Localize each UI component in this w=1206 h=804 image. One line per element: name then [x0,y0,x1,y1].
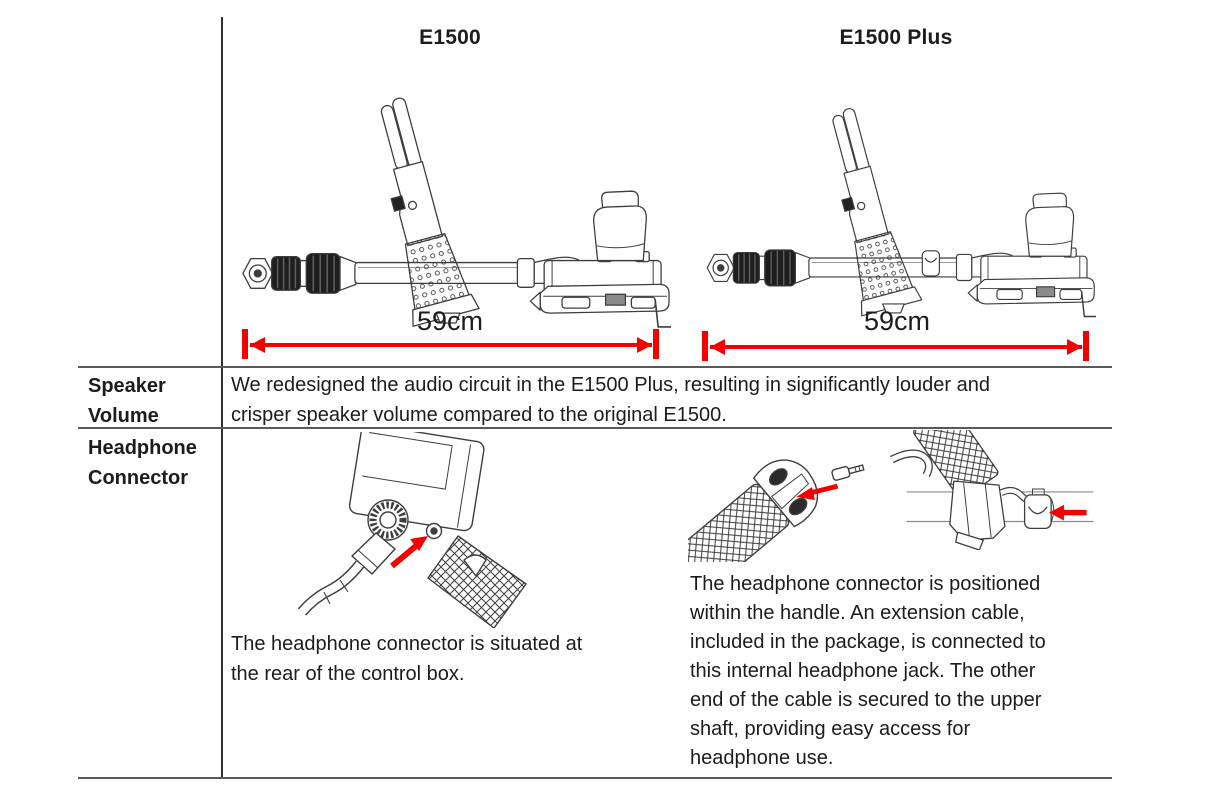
handle-group [832,108,923,317]
row-label-headphone-connector: Headphone Connector [88,437,197,489]
control-box-rear-connector-illustration [288,432,538,628]
e1500-plus-detector-illustration [700,90,1096,336]
shaft-cable-clip [921,250,940,277]
row-rule-top [78,366,1112,368]
red-arrow-icon [390,536,428,569]
column-header-e1500-plus: E1500 Plus [839,26,953,49]
headphone-right-text: The headphone connector is positioned wi… [690,573,1046,769]
row-rule-bottom [78,777,1112,779]
red-arrow-icon [1049,504,1087,521]
handle-group [380,97,480,327]
row-rule-middle [78,427,1112,429]
column-divider [221,17,223,778]
handle-internal-jack-illustration [688,430,935,562]
speaker-volume-text: We redesigned the audio circuit in the E… [231,374,990,426]
headphone-plug [831,464,865,481]
headphone-left-text: The headphone connector is situated at t… [231,633,583,685]
shaft-cable-clip-illustration [905,430,1095,550]
dimension-label-e1500: 59cm [416,306,484,336]
cable-clip [1023,494,1052,529]
red-arrow-icon [796,483,839,500]
dimension-label-e1500-plus: 59cm [863,306,931,336]
e1500-detector-illustration [235,88,671,338]
row-label-speaker-volume: Speaker Volume [88,375,166,427]
column-header-e1500: E1500 [419,26,481,49]
